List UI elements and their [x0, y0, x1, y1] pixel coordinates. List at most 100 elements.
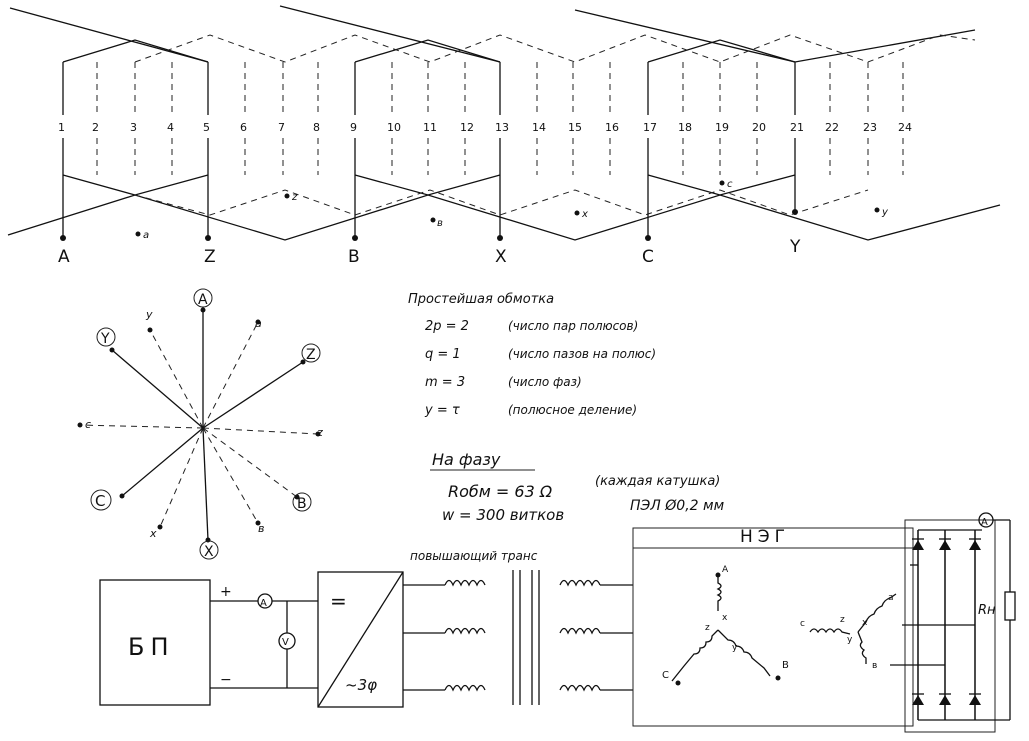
phasor-terminal-dot	[119, 493, 125, 499]
slot-number: 18	[678, 121, 692, 134]
top-return-line-3	[574, 9, 976, 63]
transformer-secondary-coil	[559, 627, 601, 635]
notes-wire-description: ПЭЛ Ø0,2 мм	[630, 498, 725, 514]
notes-per-phase: На фазу	[432, 450, 501, 469]
phasor-spoke	[121, 427, 204, 497]
gen-terminal-z: z	[705, 623, 710, 633]
transformer-primary-coil	[444, 684, 486, 692]
star-label-z: Z	[306, 347, 316, 363]
phasor-spoke	[202, 427, 319, 435]
power-supply-label: БП	[128, 633, 175, 661]
top-return-line-1	[9, 7, 209, 63]
bottom-return-lines	[7, 194, 1001, 241]
rect-terminal-y: y	[847, 635, 853, 645]
generator-star-winding: A x z y C B	[662, 565, 789, 686]
load-resistor-label: Rн	[978, 603, 996, 618]
star-label-b: B	[297, 496, 307, 512]
phasor-terminal-dot	[255, 520, 261, 526]
top-return-line-2	[279, 5, 501, 63]
phasor-terminal-dot	[157, 524, 163, 530]
terminal-label-x-lower: x	[581, 209, 588, 220]
star-label-z-lower: z	[316, 426, 323, 439]
phasor-terminal-dot	[315, 431, 321, 437]
bottom-dashed-connectors	[134, 189, 869, 216]
notes-resistance-equation: Rобм = 63 Ω	[448, 482, 553, 501]
slot-number: 19	[715, 121, 729, 134]
slot-number: 20	[752, 121, 766, 134]
star-label-a: A	[198, 292, 208, 308]
terminal-label-a-upper: A	[58, 247, 70, 267]
terminal-label-z-upper: Z	[204, 247, 216, 267]
phase-c-top-connector	[647, 39, 796, 63]
terminal-label-y-upper: Y	[789, 237, 801, 257]
slot-number: 5	[203, 121, 210, 134]
star-label-y: Y	[100, 331, 110, 347]
phasor-terminal-dot	[200, 307, 206, 313]
gen-terminal-a: A	[722, 565, 729, 575]
rect-terminal-b: в	[872, 661, 877, 671]
star-label-x-lower: x	[149, 527, 157, 540]
phasor-spoke	[202, 427, 209, 541]
phase-b-top-connector	[354, 39, 501, 63]
generator-frame	[632, 527, 914, 727]
dc-ammeter-label: A	[260, 598, 267, 609]
top-dashed-connectors	[134, 34, 976, 63]
rect-terminal-a: a	[888, 593, 894, 603]
transformer-primary-coil	[444, 627, 486, 635]
inverter-box	[317, 571, 404, 708]
rect-terminal-z: z	[840, 615, 845, 625]
star-label-c-lower: c	[85, 418, 91, 431]
inverter-ac-label: ~3φ	[345, 676, 377, 694]
slot-conductors	[62, 62, 904, 175]
slot-number: 11	[423, 121, 437, 134]
generator-label: НЭГ	[740, 527, 790, 547]
load-resistor	[1004, 591, 1016, 621]
phasor-spoke	[111, 349, 204, 429]
gen-terminal-x: x	[722, 613, 728, 623]
power-supply-box	[99, 579, 211, 706]
winding-terminals: A Z B X C Y a z в x c	[58, 175, 889, 267]
notes-turns-equation: w = 300 витков	[442, 506, 564, 524]
slot-number: 1	[58, 121, 65, 134]
slot-number: 7	[278, 121, 285, 134]
bottom-connector-phase-a	[62, 174, 209, 196]
slot-number: 24	[898, 121, 912, 134]
test-circuit: БП + − A V = ~3φ повышающий транс НЭГ A …	[99, 512, 1016, 733]
star-label-x: X	[204, 544, 214, 560]
slot-number: 14	[532, 121, 546, 134]
phasor-spoke	[202, 427, 259, 524]
phasor-terminal-dot	[77, 422, 83, 428]
notes-resistance-description: (каждая катушка)	[595, 474, 720, 489]
terminal-label-y-lower: y	[881, 207, 889, 218]
notes-q-description: (число пазов на полюс)	[508, 347, 656, 361]
generator-second-winding: c z x y a в	[800, 593, 897, 671]
star-label-b-lower: в	[258, 522, 264, 535]
step-up-transformer	[403, 570, 633, 705]
slot-number: 16	[605, 121, 619, 134]
phasor-star-diagram: A Z B X C Y a z в x c y	[77, 288, 323, 560]
slot-number: 22	[825, 121, 839, 134]
dc-voltmeter-label: V	[282, 637, 289, 648]
gen-terminal-c: C	[662, 670, 669, 681]
slot-number: 17	[643, 121, 657, 134]
notes-m-description: (число фаз)	[508, 375, 582, 389]
notes-p-description: (число пар полюсов)	[508, 319, 638, 333]
notes-p-equation: 2p = 2	[425, 319, 469, 334]
terminal-label-b-upper: B	[348, 247, 360, 267]
slot-number: 4	[167, 121, 174, 134]
slot-number: 8	[313, 121, 320, 134]
terminal-label-b-lower: в	[437, 218, 443, 229]
terminal-label-c-upper: C	[642, 247, 654, 267]
phasor-spoke	[149, 329, 204, 429]
terminal-label-c-lower: c	[727, 179, 733, 190]
phasor-spoke	[202, 361, 304, 429]
star-label-y-lower: y	[145, 308, 153, 321]
rect-terminal-c: c	[800, 619, 805, 629]
slot-number: 21	[790, 121, 804, 134]
phasor-spoke	[79, 424, 204, 429]
rectifier-frame	[904, 519, 996, 733]
psu-minus-label: −	[220, 672, 232, 688]
